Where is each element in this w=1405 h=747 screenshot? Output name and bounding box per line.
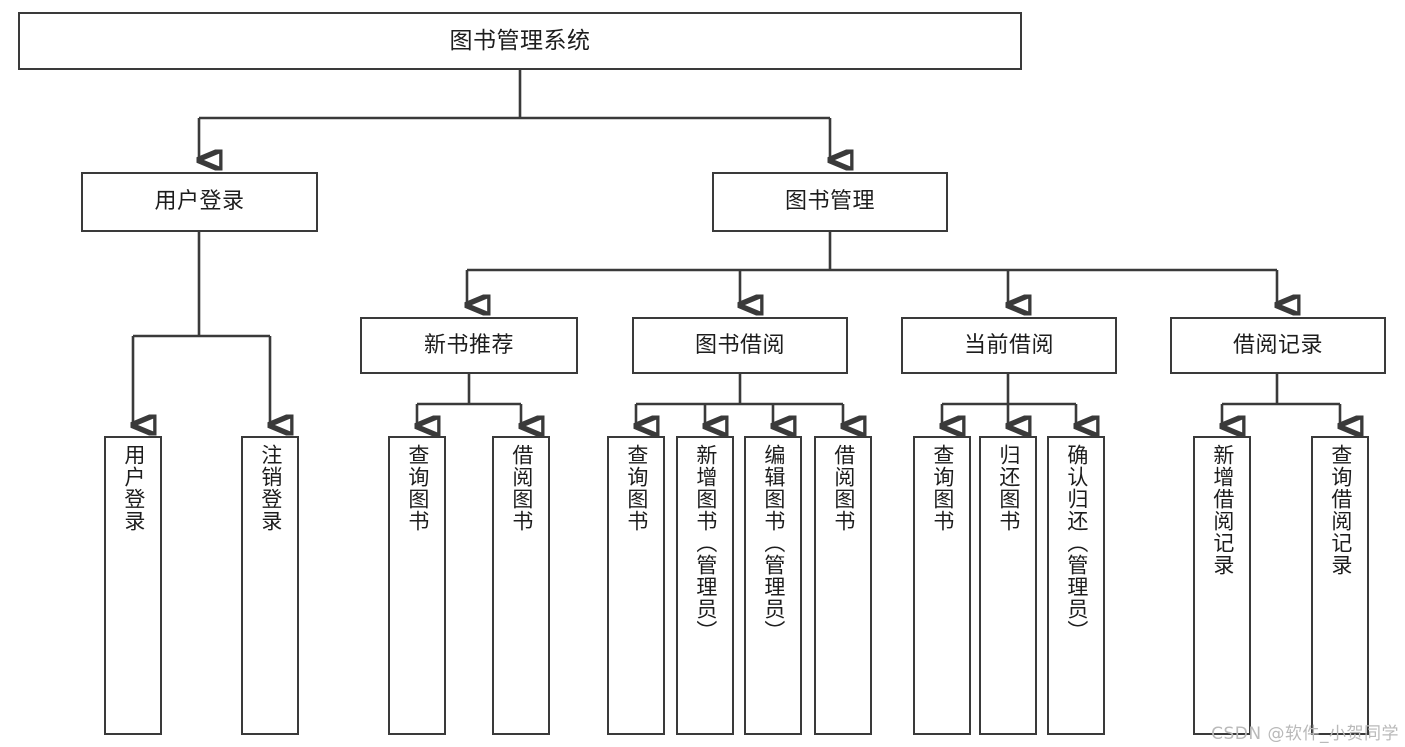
node-label: 新增图书（管理员） xyxy=(693,444,718,642)
node-label: 编辑图书（管理员） xyxy=(761,444,786,642)
leaf-borrow-book-recommend[interactable]: 借阅图书 xyxy=(492,436,550,735)
node-label: 图书借阅 xyxy=(694,332,785,358)
leaf-borrow-book[interactable]: 借阅图书 xyxy=(814,436,872,735)
leaf-add-borrow-record[interactable]: 新增借阅记录 xyxy=(1193,436,1251,735)
leaf-query-book-recommend[interactable]: 查询图书 xyxy=(388,436,446,735)
node-label: 查询图书 xyxy=(405,444,430,532)
node-label: 借阅图书 xyxy=(831,444,856,532)
node-label: 用户登录 xyxy=(121,444,146,532)
node-label: 查询图书 xyxy=(624,444,649,532)
node-book-management[interactable]: 图书管理 xyxy=(712,172,948,232)
leaf-confirm-return-admin[interactable]: 确认归还（管理员） xyxy=(1047,436,1105,735)
node-borrow-record[interactable]: 借阅记录 xyxy=(1170,317,1386,374)
node-label: 注销登录 xyxy=(258,444,283,532)
node-label: 归还图书 xyxy=(996,444,1021,532)
node-label: 新增借阅记录 xyxy=(1210,444,1235,576)
node-label: 查询图书 xyxy=(930,444,955,532)
node-user-login[interactable]: 用户登录 xyxy=(81,172,318,232)
node-label: 新书推荐 xyxy=(423,332,514,358)
node-current-borrow[interactable]: 当前借阅 xyxy=(901,317,1117,374)
node-label: 借阅记录 xyxy=(1232,332,1323,358)
leaf-user-login[interactable]: 用户登录 xyxy=(104,436,162,735)
watermark: CSDN @软件_小贺同学 xyxy=(1211,724,1399,744)
leaf-query-book-borrow[interactable]: 查询图书 xyxy=(607,436,665,735)
leaf-add-book-admin[interactable]: 新增图书（管理员） xyxy=(676,436,734,735)
leaf-query-borrow-record[interactable]: 查询借阅记录 xyxy=(1311,436,1369,735)
node-label: 图书管理 xyxy=(784,189,875,215)
node-label: 确认归还（管理员） xyxy=(1064,444,1089,642)
leaf-query-book-current[interactable]: 查询图书 xyxy=(913,436,971,735)
node-label: 查询借阅记录 xyxy=(1328,444,1353,576)
leaf-return-book[interactable]: 归还图书 xyxy=(979,436,1037,735)
node-label: 图书管理系统 xyxy=(449,27,591,54)
leaf-user-logout[interactable]: 注销登录 xyxy=(241,436,299,735)
node-book-borrow[interactable]: 图书借阅 xyxy=(632,317,848,374)
leaf-edit-book-admin[interactable]: 编辑图书（管理员） xyxy=(744,436,802,735)
node-label: 借阅图书 xyxy=(509,444,534,532)
node-new-book-recommend[interactable]: 新书推荐 xyxy=(360,317,578,374)
node-label: 用户登录 xyxy=(154,189,245,215)
node-label: 当前借阅 xyxy=(963,332,1054,358)
node-root-system[interactable]: 图书管理系统 xyxy=(18,12,1022,70)
